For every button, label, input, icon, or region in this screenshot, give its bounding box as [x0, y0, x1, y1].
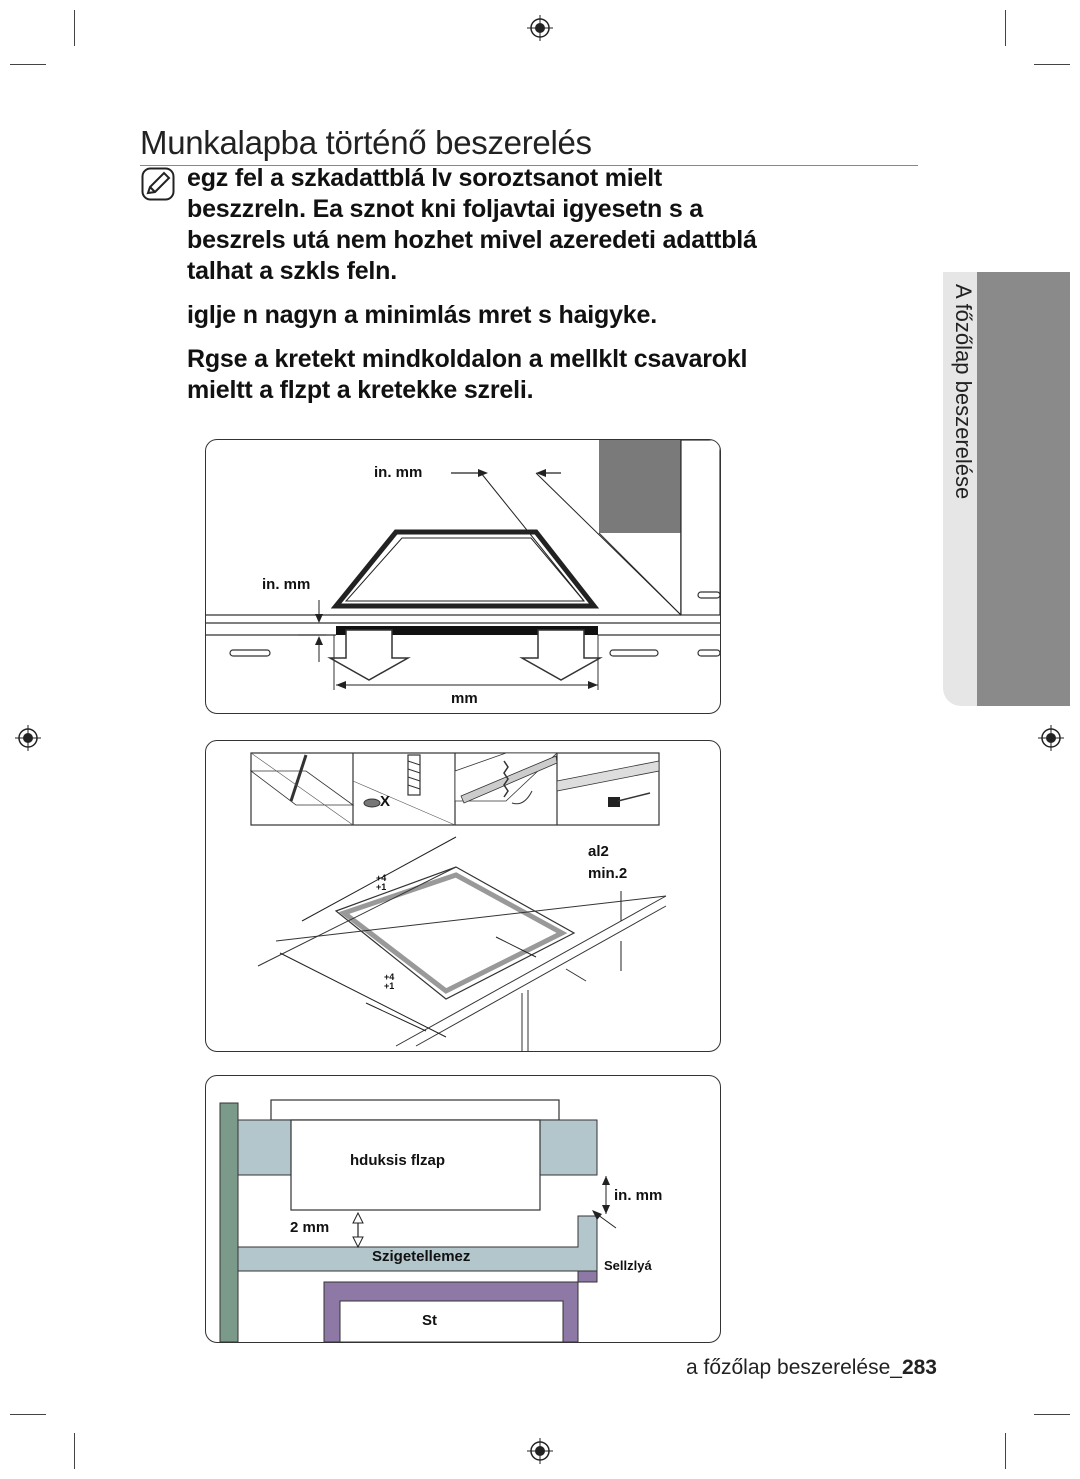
crop-mark [10, 64, 46, 65]
crop-mark [1005, 10, 1006, 46]
footer-section-label: a főzőlap beszerelése_ [685, 1356, 902, 1379]
figure-installation-clearance-drawing [206, 440, 720, 690]
figure1-label-top: in. mm [374, 464, 423, 481]
figure-installation-clearance: in. mm in. mm mm [205, 439, 721, 714]
figure1-label-bottom: mm [451, 690, 478, 707]
crop-mark [10, 1414, 46, 1415]
figure3-plate-label: Szigetellemez [372, 1248, 471, 1265]
figure3-hob-label: hduksis flzap [350, 1152, 446, 1169]
paragraph-note-line-3: beszrels utá nem hozhet mivel azeredeti … [187, 226, 757, 254]
figure2-label-a: al2 [588, 843, 609, 860]
registration-mark-icon [527, 15, 553, 41]
side-tab-background [976, 272, 1070, 706]
registration-mark-icon [15, 725, 41, 751]
paragraph-note-line-4: talhat a szkls feln. [187, 257, 397, 285]
paragraph-note-line-2: beszzreln. Ea sznot kni foljavtai igyese… [187, 195, 703, 223]
figure2-tolerance-1-plus: +4 [376, 873, 387, 883]
crop-mark [1034, 1414, 1070, 1415]
registration-mark-icon [527, 1438, 553, 1464]
figure-cross-section-drawing [219, 1099, 617, 1342]
figure1-label-left: in. mm [262, 576, 311, 593]
figure-cross-section: hduksis flzap in. mm 2 mm Szigetellemez … [205, 1075, 721, 1343]
figure2-tolerance-1-minus: +1 [376, 882, 387, 892]
side-tab [943, 272, 977, 706]
figure2-tolerance-2-minus: +1 [384, 981, 395, 991]
figure3-gap-label: in. mm [614, 1187, 663, 1204]
page-number: 283 [901, 1356, 937, 1379]
note-pencil-icon [141, 167, 175, 201]
figure3-bottom-label: St [422, 1312, 437, 1329]
figure2-label-x: X [380, 793, 391, 810]
page-footer: a főzőlap beszerelése_283 [686, 1356, 937, 1380]
title-divider [140, 165, 918, 166]
figure2-label-b: min.2 [588, 865, 628, 882]
crop-mark [1005, 1433, 1006, 1469]
paragraph-note-line-1: egz fel a szkadattblá lv soroztsanot mie… [187, 164, 663, 192]
figure3-thickness-label: 2 mm [290, 1219, 330, 1236]
crop-mark [74, 1433, 75, 1469]
crop-mark [1034, 64, 1070, 65]
paragraph-brackets-line-1: Rgse a kretekt mindkoldalon a mellklt cs… [187, 345, 748, 373]
registration-mark-icon [1038, 725, 1064, 751]
page-title: Munkalapba történő beszerelés [140, 124, 592, 161]
figure-cutout-preparation: X al2 min.2 +4 +1 +4 +1 [205, 740, 721, 1052]
paragraph-brackets-line-2: mieltt a flzpt a kretekke szreli. [187, 376, 534, 404]
paragraph-dimensions: iglje n nagyn a minimlás mret s haigyke. [187, 301, 657, 329]
figure2-tolerance-2-plus: +4 [384, 972, 395, 982]
figure-cutout-preparation-drawing [249, 752, 667, 1051]
figure3-side-label: Sellzlyá [604, 1258, 652, 1273]
side-tab-label: A főzőlap beszerelése [951, 284, 976, 500]
crop-mark [74, 10, 75, 46]
